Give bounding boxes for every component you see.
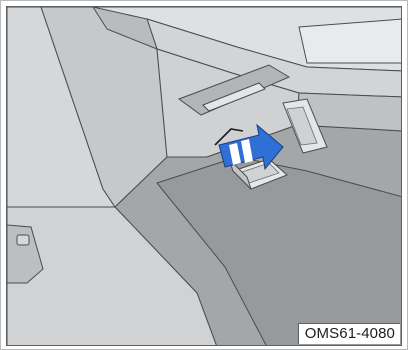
figure-code-label: OMS61-4080: [298, 323, 400, 344]
vehicle-interior-illustration: OMS61-4080: [6, 6, 402, 346]
kick-panel-clip: [17, 235, 29, 245]
hood-release-scene: [7, 7, 402, 346]
upper-right-panel: [299, 19, 402, 63]
